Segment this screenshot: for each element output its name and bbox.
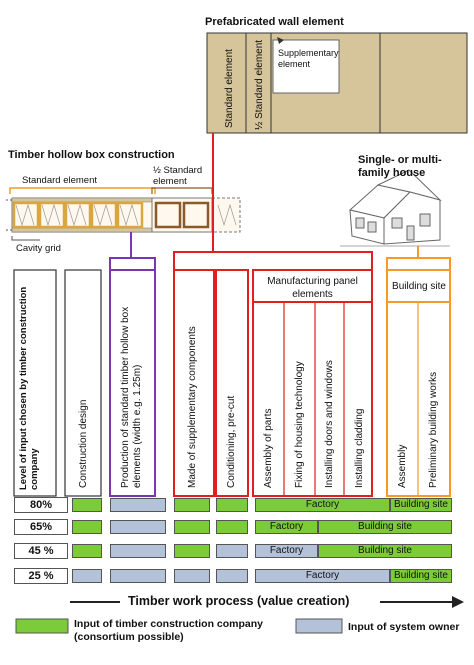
cell-r4-supplementary (174, 569, 210, 583)
row-level-45: 45 % (14, 543, 68, 559)
cell-r3-supplementary (174, 544, 210, 558)
col-conditioning: Conditioning, pre-cut (226, 395, 237, 488)
col-production-boxes: Production of standard timber hollow box… (120, 306, 143, 488)
cell-r2-site: Building site (318, 520, 452, 534)
col-assembly: Assembly (397, 444, 408, 488)
hollow-box-drawing (6, 197, 241, 233)
hollow-cavity-label: Cavity grid (16, 243, 61, 254)
level-label: Level of input chosen by timber construc… (18, 286, 41, 490)
cell-r1-supplementary (174, 498, 210, 512)
hollow-title: Timber hollow box construction (8, 149, 175, 161)
cell-r1-conditioning (216, 498, 248, 512)
wall-std-label: Standard element (224, 49, 235, 128)
cell-r3-conditioning (216, 544, 248, 558)
panel-header: Manufacturing panel elements (267, 276, 358, 300)
hollow-half-label: ½ Standard element (153, 165, 203, 187)
cell-r3-site: Building site (318, 544, 452, 558)
col-housing-tech: Fixing of housing technology (294, 361, 305, 488)
cell-r4-factory: Factory (255, 569, 390, 583)
row-level-65: 65% (14, 519, 68, 535)
cell-r2-design (72, 520, 102, 534)
cell-r4-conditioning (216, 569, 248, 583)
hollow-std-label: Standard element (22, 175, 97, 186)
cell-r4-production (110, 569, 166, 583)
cell-r1-site: Building site (390, 498, 452, 512)
cell-r3-production (110, 544, 166, 558)
col-construction-design: Construction design (78, 399, 89, 488)
cell-r1-factory: Factory (255, 498, 390, 512)
house-label: Single- or multi-family house (358, 154, 442, 180)
row-level-25: 25 % (14, 568, 68, 584)
cell-r2-factory: Factory (255, 520, 318, 534)
cell-r4-design (72, 569, 102, 583)
cell-r1-production (110, 498, 166, 512)
col-supplementary: Made of supplementary components (187, 326, 198, 488)
wall-title: Prefabricated wall element (205, 16, 344, 28)
cell-r2-conditioning (216, 520, 248, 534)
legend-blue-label: Input of system owner (348, 621, 460, 633)
legend-green-label: Input of timber construction company (co… (74, 618, 264, 643)
col-cladding: Installing cladding (354, 408, 365, 489)
cell-r1-design (72, 498, 102, 512)
col-assembly-parts: Assembly of parts (263, 408, 274, 488)
cell-r3-design (72, 544, 102, 558)
cell-r3-factory: Factory (255, 544, 318, 558)
col-preliminary: Preliminary building works (428, 371, 439, 488)
cell-r4-site: Building site (390, 569, 452, 583)
site-header: Building site (392, 281, 446, 292)
supplementary-element-box (272, 39, 340, 94)
wall-supp-label: Supplementary element (278, 48, 339, 69)
row-level-80: 80% (14, 497, 68, 513)
process-label: Timber work process (value creation) (128, 594, 350, 608)
col-doors-windows: Installing doors and windows (324, 360, 335, 488)
cell-r2-production (110, 520, 166, 534)
house-drawing (340, 169, 450, 247)
cell-r2-supplementary (174, 520, 210, 534)
wall-half-label: ½ Standard element (254, 39, 265, 130)
